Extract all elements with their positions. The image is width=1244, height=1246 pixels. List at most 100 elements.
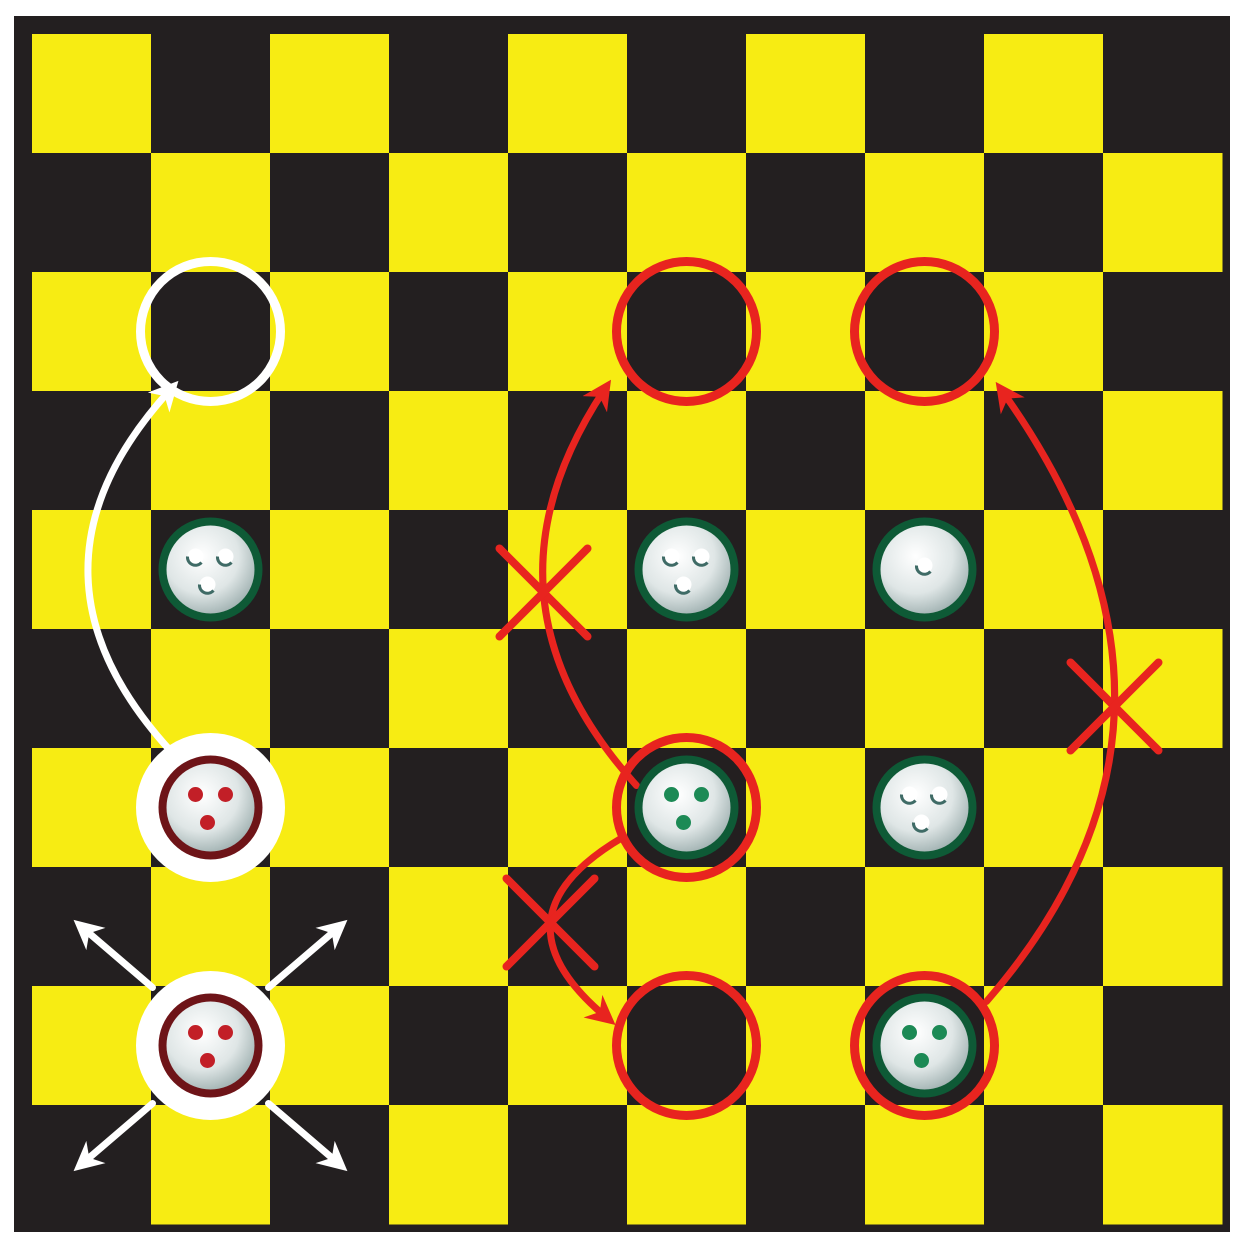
board-square[interactable] (389, 153, 509, 273)
board-square[interactable] (865, 153, 985, 273)
board-square[interactable] (627, 272, 747, 392)
board-square[interactable] (746, 391, 866, 511)
board-square[interactable] (865, 1105, 985, 1225)
board-square[interactable] (1103, 629, 1223, 749)
board-square[interactable] (151, 153, 271, 273)
green-piece[interactable] (873, 518, 977, 622)
board-square[interactable] (270, 629, 390, 749)
board-square[interactable] (270, 34, 390, 154)
board-square[interactable] (627, 867, 747, 987)
green-piece[interactable] (873, 756, 977, 860)
board-square[interactable] (508, 153, 628, 273)
board-square[interactable] (270, 272, 390, 392)
piece-dot (932, 1025, 947, 1040)
board-square[interactable] (508, 272, 628, 392)
board-square[interactable] (984, 1105, 1104, 1225)
piece-face (643, 764, 731, 852)
board-square[interactable] (508, 34, 628, 154)
green-piece[interactable] (855, 976, 995, 1116)
board-square[interactable] (1103, 1105, 1223, 1225)
board-square[interactable] (1103, 272, 1223, 392)
board-square[interactable] (270, 510, 390, 630)
board-square[interactable] (151, 34, 271, 154)
piece-face (881, 764, 969, 852)
board-square[interactable] (865, 272, 985, 392)
board-square[interactable] (1103, 153, 1223, 273)
board-square[interactable] (627, 34, 747, 154)
board-square[interactable] (151, 867, 271, 987)
board-square[interactable] (627, 629, 747, 749)
board-square[interactable] (32, 748, 152, 868)
board-square[interactable] (984, 34, 1104, 154)
board-square[interactable] (151, 272, 271, 392)
board-square[interactable] (389, 510, 509, 630)
board-square[interactable] (865, 629, 985, 749)
board-square[interactable] (1103, 34, 1223, 154)
board-square[interactable] (984, 272, 1104, 392)
green-piece[interactable] (159, 518, 263, 622)
board-square[interactable] (32, 986, 152, 1106)
red-piece[interactable] (141, 976, 281, 1116)
board-square[interactable] (746, 153, 866, 273)
board-square[interactable] (746, 1105, 866, 1225)
board-square[interactable] (151, 391, 271, 511)
board-square[interactable] (389, 1105, 509, 1225)
board-square[interactable] (984, 153, 1104, 273)
board-square[interactable] (32, 153, 152, 273)
board-square[interactable] (389, 391, 509, 511)
board-square[interactable] (865, 34, 985, 154)
board-square[interactable] (1103, 391, 1223, 511)
board-square[interactable] (746, 272, 866, 392)
board-square[interactable] (270, 153, 390, 273)
board-square[interactable] (1103, 986, 1223, 1106)
board-square[interactable] (746, 510, 866, 630)
piece-dot (188, 1025, 203, 1040)
board-square[interactable] (746, 748, 866, 868)
board-square[interactable] (508, 1105, 628, 1225)
board-square[interactable] (627, 986, 747, 1106)
board-square[interactable] (32, 34, 152, 154)
board-square[interactable] (508, 986, 628, 1106)
board-square[interactable] (151, 1105, 271, 1225)
board-square[interactable] (1103, 748, 1223, 868)
board-square[interactable] (746, 34, 866, 154)
piece-dot (676, 815, 691, 830)
green-piece[interactable] (635, 518, 739, 622)
board-square[interactable] (627, 153, 747, 273)
board-square[interactable] (984, 986, 1104, 1106)
piece-dot (188, 787, 203, 802)
board-square[interactable] (984, 510, 1104, 630)
board-square[interactable] (1103, 510, 1223, 630)
board-square[interactable] (746, 867, 866, 987)
board-square[interactable] (865, 867, 985, 987)
board-square[interactable] (389, 629, 509, 749)
piece-dot (200, 1053, 215, 1068)
board-square[interactable] (746, 986, 866, 1106)
board-square[interactable] (270, 391, 390, 511)
piece-dot (664, 787, 679, 802)
red-piece[interactable] (141, 738, 281, 878)
board-square[interactable] (1103, 867, 1223, 987)
board-square[interactable] (389, 867, 509, 987)
piece-face (167, 526, 255, 614)
piece-face (167, 1002, 255, 1090)
board-square[interactable] (746, 629, 866, 749)
board-square[interactable] (627, 391, 747, 511)
board-square[interactable] (865, 391, 985, 511)
board-square[interactable] (270, 986, 390, 1106)
board-square[interactable] (32, 272, 152, 392)
board-square[interactable] (627, 1105, 747, 1225)
piece-face (881, 1002, 969, 1090)
piece-dot (902, 1025, 917, 1040)
board-square[interactable] (151, 629, 271, 749)
board-square[interactable] (389, 34, 509, 154)
piece-dot (694, 787, 709, 802)
board-square[interactable] (389, 272, 509, 392)
board-square[interactable] (32, 391, 152, 511)
board-square[interactable] (389, 748, 509, 868)
board-square[interactable] (270, 748, 390, 868)
board-square[interactable] (32, 629, 152, 749)
board-square[interactable] (389, 986, 509, 1106)
green-piece[interactable] (617, 738, 757, 878)
